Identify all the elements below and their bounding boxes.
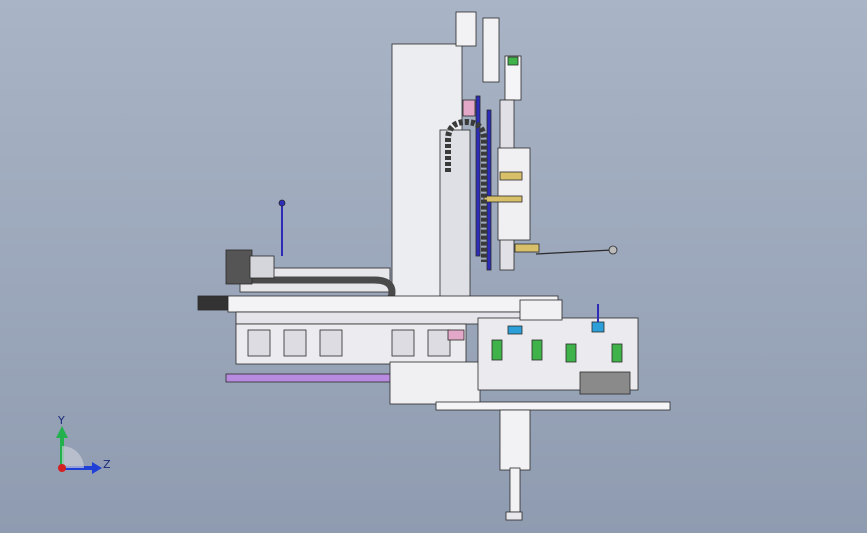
left-end-block <box>197 295 229 311</box>
bottom-foot <box>505 511 523 521</box>
left-drive-motor <box>225 249 253 285</box>
top-motor-right <box>482 17 500 83</box>
lower-base <box>389 361 481 405</box>
column-side-plate <box>439 129 471 303</box>
guide-blocks <box>247 329 451 357</box>
green-block-1 <box>491 339 503 361</box>
blue-rail-1 <box>475 95 481 257</box>
blue-marker-1 <box>507 325 523 335</box>
triad-z-label: Z <box>103 458 111 471</box>
base-plate <box>435 401 671 411</box>
triad-y-arrowhead <box>56 426 68 438</box>
vertical-carriage <box>497 147 531 241</box>
gold-block-3 <box>514 243 540 253</box>
triad-origin <box>58 464 66 472</box>
main-beam <box>227 295 559 313</box>
cable-chain-vertical <box>445 118 487 262</box>
left-motor-bracket <box>249 255 275 279</box>
right-probe-rod <box>535 249 613 255</box>
left-sensor-knob <box>278 199 286 207</box>
cylinder-right <box>579 371 631 395</box>
green-block-4 <box>611 343 623 363</box>
coordinate-triad: Y Z <box>56 414 111 474</box>
motor-cap <box>507 56 519 66</box>
top-motor-left <box>455 11 477 47</box>
triad-y-label: Y <box>57 414 65 427</box>
machine-assembly[interactable] <box>197 11 671 521</box>
pink-plate <box>447 329 465 341</box>
right-probe-tip <box>608 245 618 255</box>
bottom-support <box>499 409 531 471</box>
bottom-rod <box>509 467 521 513</box>
blue-marker-2 <box>591 321 605 333</box>
green-block-3 <box>565 343 577 363</box>
triad-z-arrowhead <box>92 462 102 474</box>
green-block-2 <box>531 339 543 361</box>
blue-rail-2 <box>486 109 492 271</box>
gold-block-2 <box>483 195 523 203</box>
triad-xy-quadrant <box>62 446 84 468</box>
gold-block-1 <box>499 171 523 181</box>
stage-top <box>519 299 563 321</box>
pink-slot <box>462 99 476 117</box>
